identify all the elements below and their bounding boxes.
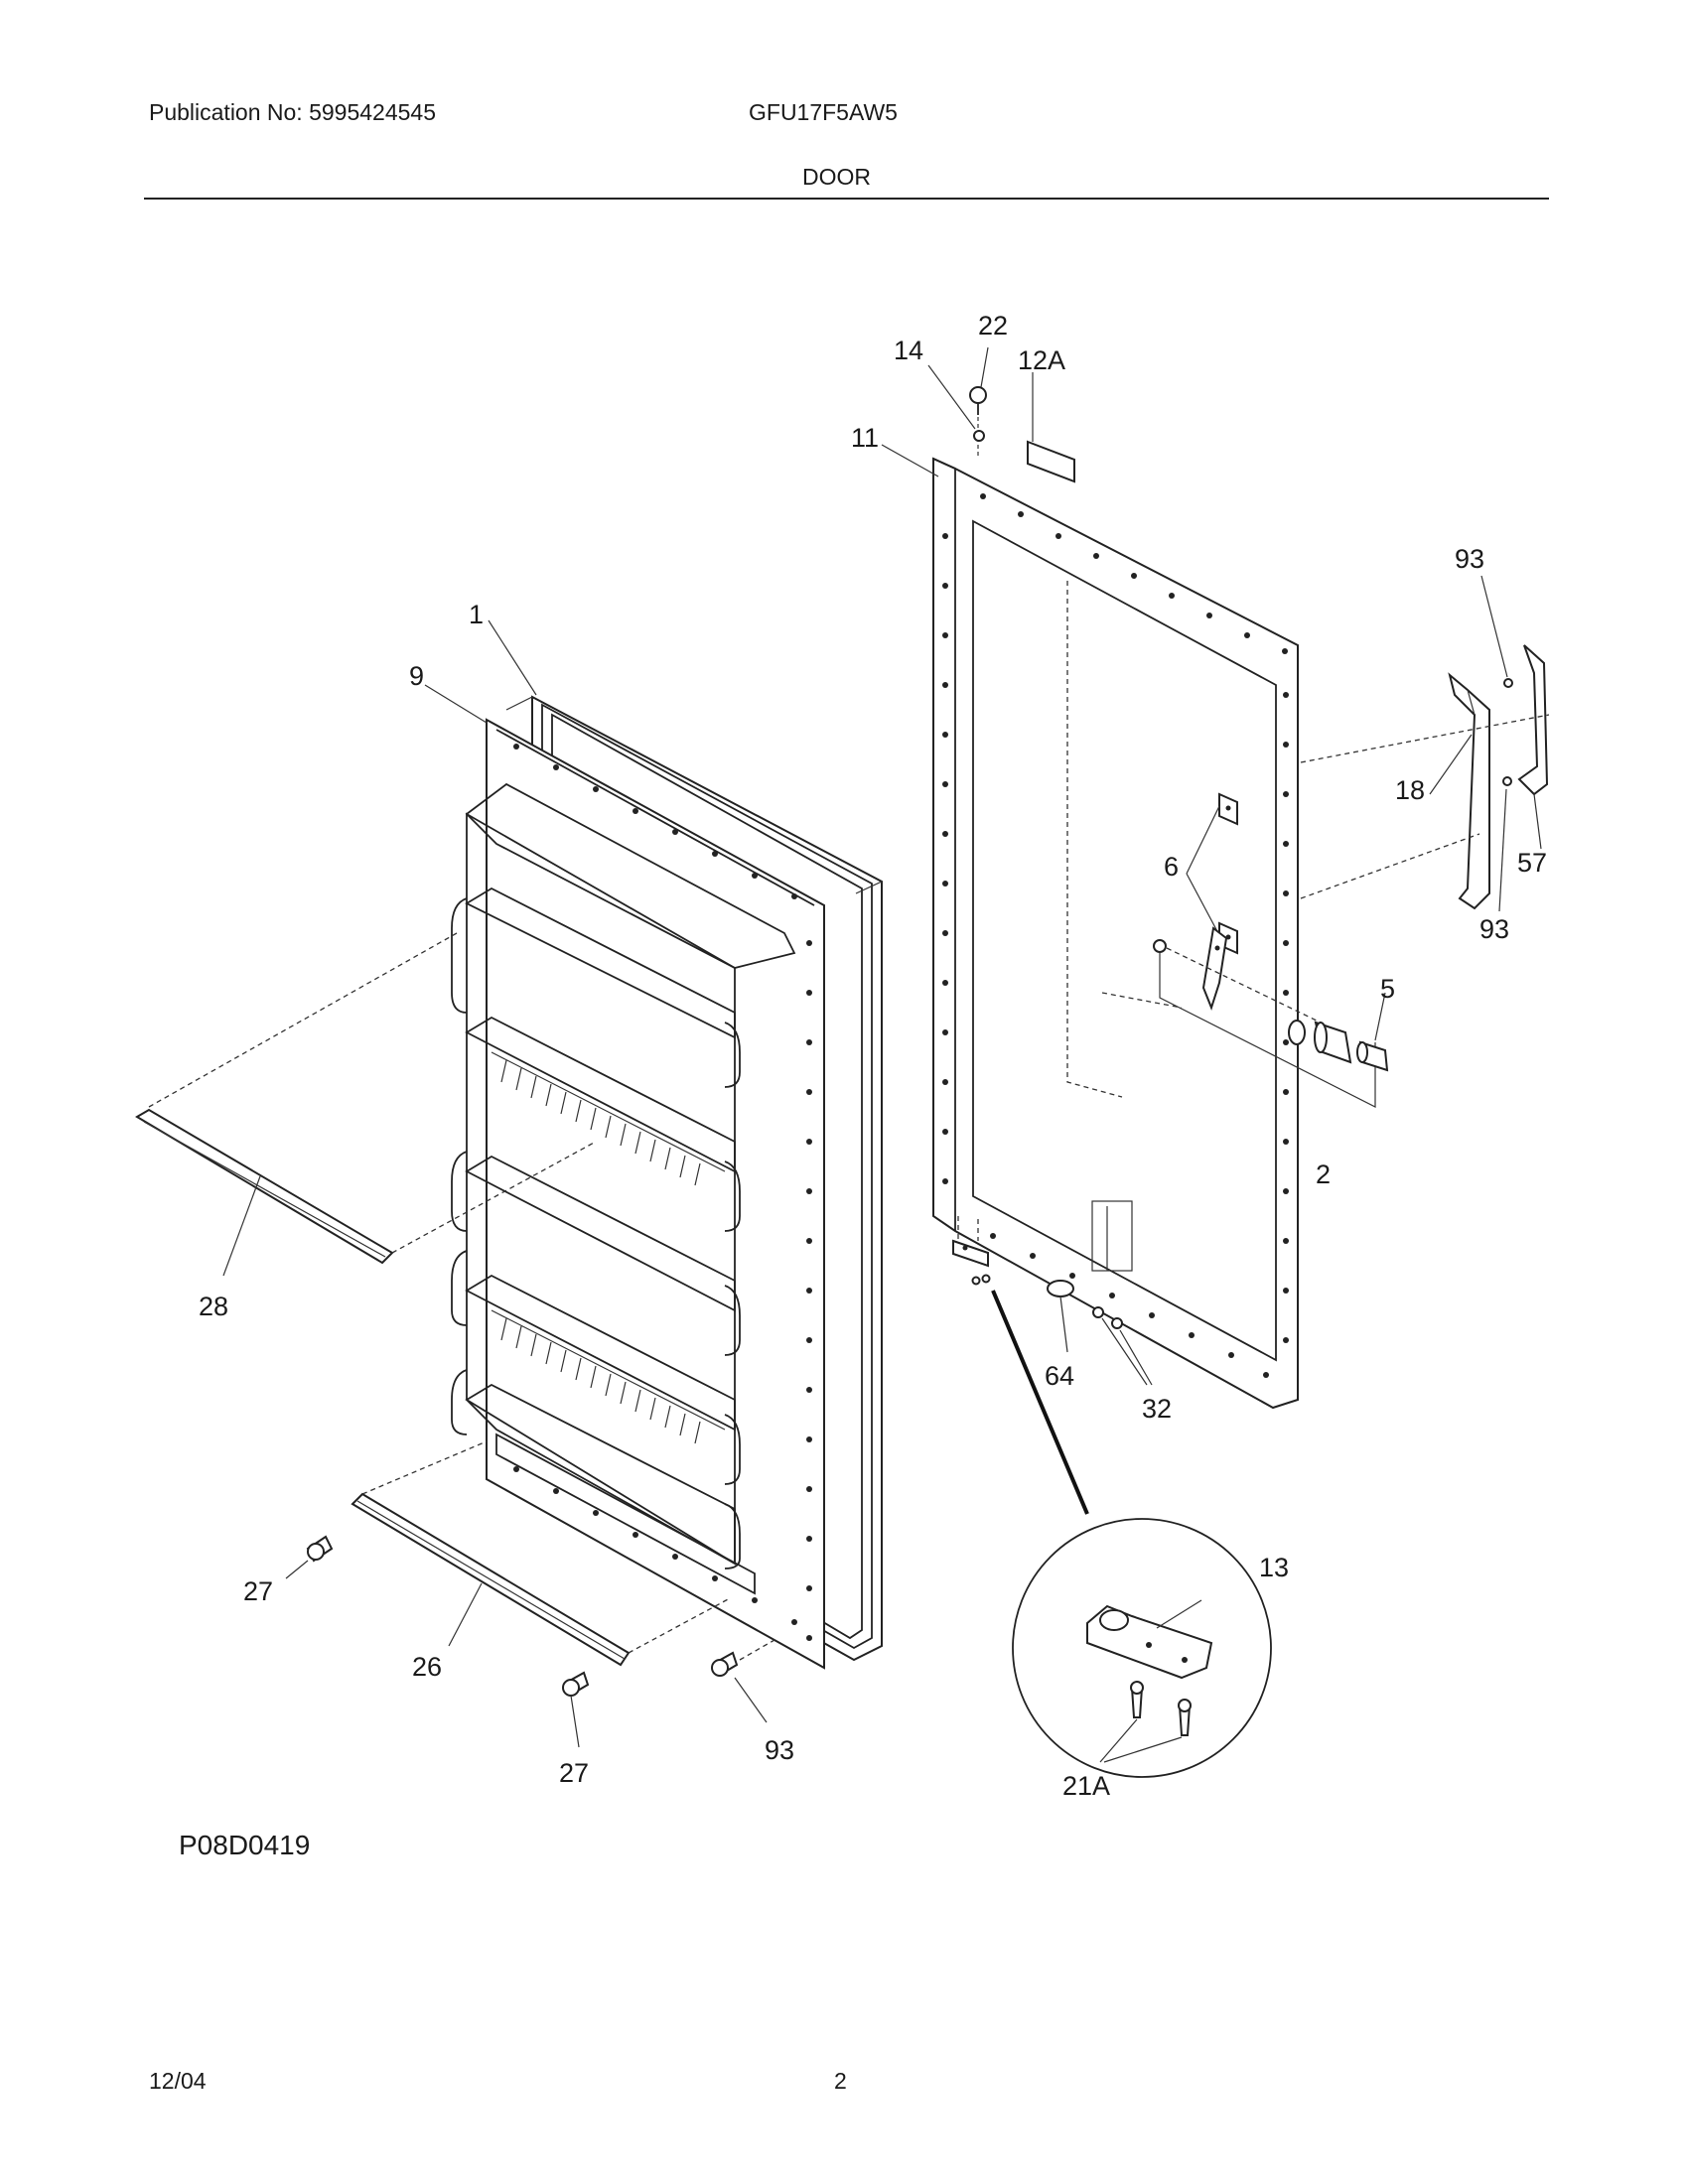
outer-door-panel: [932, 457, 1299, 1410]
lock-assembly-5: [1288, 992, 1389, 1072]
hinge-detail-circle: [1012, 1518, 1272, 1778]
callout-28: 28: [199, 1292, 228, 1321]
shelf-rail-28: [135, 932, 597, 1277]
callout-22: 22: [978, 311, 1008, 341]
callout-93-top: 93: [1455, 544, 1484, 574]
callout-32: 32: [1142, 1394, 1172, 1424]
leader-18: [1429, 734, 1473, 795]
handle-screws-93: [1480, 575, 1513, 912]
plugs-32: [1092, 1306, 1153, 1386]
outer-panel-holes: [942, 493, 1289, 1378]
top-screw-22: [969, 346, 989, 457]
screws-27-93: [285, 1535, 775, 1748]
hinge-bracket-small: [952, 1216, 991, 1286]
footer-date: 12/04: [149, 2068, 207, 2094]
header-rule: [144, 198, 1549, 200]
callout-6: 6: [1164, 852, 1179, 882]
callout-14: 14: [894, 336, 923, 365]
handle-cover-57: [1517, 644, 1549, 796]
callout-57: 57: [1517, 848, 1547, 878]
section-title: DOOR: [802, 164, 871, 190]
page-number: 2: [834, 2068, 847, 2094]
callout-27-left: 27: [243, 1576, 273, 1606]
liner-shelves: [465, 887, 736, 1566]
drawing-code: P08D0419: [179, 1830, 310, 1860]
callout-1: 1: [469, 600, 484, 629]
callout-labels: 22 14 12A 11 93 1 9 18 57 6 93 5 2 28 64…: [199, 311, 1547, 1801]
handle-guide-upper: [1300, 714, 1550, 763]
detail-screws-21a: [1099, 1681, 1192, 1763]
bottom-rail-26: [351, 1440, 731, 1667]
callout-26: 26: [412, 1652, 442, 1682]
leader-9: [424, 684, 488, 724]
callout-13: 13: [1259, 1553, 1289, 1582]
label-12a-part: [1027, 372, 1075, 483]
leader-11: [881, 444, 939, 478]
callout-2: 2: [1316, 1160, 1331, 1189]
washer-14: [927, 364, 985, 442]
callout-11: 11: [851, 423, 879, 453]
lock-cam-2: [1153, 926, 1376, 1108]
publication-number: Publication No: 5995424545: [149, 99, 437, 125]
callout-93-mid: 93: [1479, 914, 1509, 944]
liner-holes: [513, 744, 812, 1641]
plug-64: [1047, 1280, 1074, 1353]
callout-18: 18: [1395, 775, 1425, 805]
callout-12a: 12A: [1018, 345, 1065, 375]
leader-1: [488, 619, 537, 696]
detail-pointer: [991, 1290, 1089, 1515]
callout-64: 64: [1045, 1361, 1074, 1391]
callout-21a: 21A: [1062, 1771, 1110, 1801]
callout-27-bottom: 27: [559, 1758, 589, 1788]
door-handle-18: [1448, 672, 1490, 910]
callout-5: 5: [1380, 974, 1395, 1004]
callout-93-bottom: 93: [765, 1735, 794, 1765]
callout-9: 9: [409, 661, 424, 691]
leader-57: [1533, 793, 1542, 850]
handle-guide-lower: [1300, 833, 1480, 899]
model-number: GFU17F5AW5: [749, 99, 898, 125]
inner-door-liner-9: [451, 718, 825, 1670]
